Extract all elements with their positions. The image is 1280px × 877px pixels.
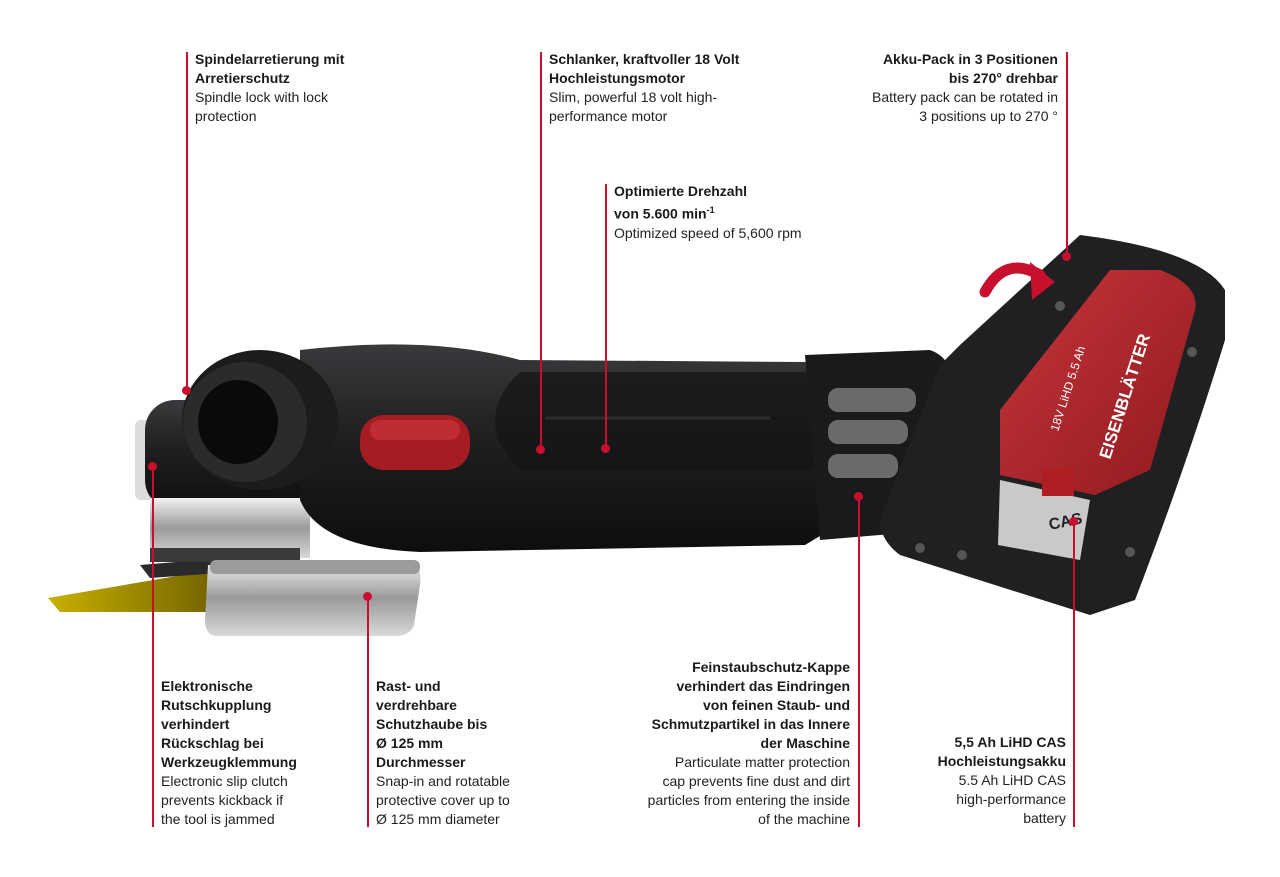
- pointer-line-battery-rotate: [1066, 52, 1068, 257]
- callout-dust-cap-en: Particulate matter protection cap preven…: [647, 754, 850, 827]
- pointer-line-battery: [1073, 522, 1075, 827]
- side-handle-mount: [182, 350, 338, 490]
- callout-dust-cap-de: Feinstaubschutz-Kappe verhindert das Ein…: [651, 659, 850, 751]
- callout-battery: 5,5 Ah LiHD CAS Hochleistungsakku 5.5 Ah…: [900, 733, 1066, 828]
- callout-slip-clutch: Elektronische Rutschkupplung verhindert …: [161, 677, 331, 829]
- protective-guard: [205, 560, 421, 636]
- callout-battery-de: 5,5 Ah LiHD CAS Hochleistungsakku: [937, 734, 1066, 769]
- callout-guard-de: Rast- und verdrehbare Schutzhaube bis Ø …: [376, 678, 488, 770]
- callout-speed-de-line2: von 5.600 min: [614, 205, 707, 222]
- callout-spindle-lock: Spindelarretierung mit Arretierschutz Sp…: [195, 50, 445, 126]
- pointer-line-clutch: [152, 467, 154, 827]
- callout-speed: Optimierte Drehzahl von 5.600 min-1 Opti…: [614, 182, 854, 243]
- callout-motor-en: Slim, powerful 18 volt high- performance…: [549, 89, 718, 124]
- pointer-dot-motor: [536, 445, 545, 454]
- callout-motor-de: Schlanker, kraftvoller 18 Volt Hochleist…: [549, 51, 740, 86]
- pointer-dot-dust: [854, 492, 863, 501]
- callout-spindle-lock-de: Spindelarretierung mit Arretierschutz: [195, 51, 345, 86]
- callout-battery-rotate-en: Battery pack can be rotated in 3 positio…: [872, 89, 1058, 124]
- callout-speed-en: Optimized speed of 5,600 rpm: [614, 224, 802, 241]
- pointer-line-motor: [540, 52, 542, 450]
- pointer-dot-battery-rotate: [1062, 252, 1071, 261]
- battery-pack: CAS EISENBLÄTTER 18V LiHD 5.5 Ah: [880, 235, 1225, 615]
- callout-speed-de-line1: Optimierte Drehzahl: [614, 183, 748, 199]
- callout-battery-en: 5.5 Ah LiHD CAS high-performance battery: [956, 772, 1066, 826]
- callout-slip-clutch-de: Elektronische Rutschkupplung verhindert …: [161, 678, 297, 770]
- pointer-dot-guard: [363, 592, 372, 601]
- pointer-dot-clutch: [148, 462, 157, 471]
- motor-housing: [300, 344, 830, 552]
- pointer-line-dust: [858, 497, 860, 827]
- pointer-line-spindle: [186, 52, 188, 392]
- callout-speed-unit-sup: -1: [706, 205, 715, 215]
- callout-dust-cap: Feinstaubschutz-Kappe verhindert das Ein…: [600, 658, 850, 829]
- pointer-dot-speed: [601, 444, 610, 453]
- callout-slip-clutch-en: Electronic slip clutch prevents kickback…: [161, 773, 288, 827]
- callout-guard: Rast- und verdrehbare Schutzhaube bis Ø …: [376, 677, 546, 829]
- callout-motor: Schlanker, kraftvoller 18 Volt Hochleist…: [549, 50, 829, 126]
- callout-battery-rotate-de: Akku-Pack in 3 Positionen bis 270° drehb…: [882, 51, 1058, 86]
- pointer-line-guard: [367, 597, 369, 827]
- pointer-line-speed: [605, 184, 607, 449]
- pointer-dot-battery: [1069, 517, 1078, 526]
- pointer-dot-spindle: [182, 386, 191, 395]
- callout-battery-rotate: Akku-Pack in 3 Positionen bis 270° drehb…: [800, 50, 1058, 126]
- callout-guard-en: Snap-in and rotatable protective cover u…: [376, 773, 510, 827]
- callout-spindle-lock-en: Spindle lock with lock protection: [195, 89, 329, 124]
- rotate-arrow-icon: [979, 262, 1055, 300]
